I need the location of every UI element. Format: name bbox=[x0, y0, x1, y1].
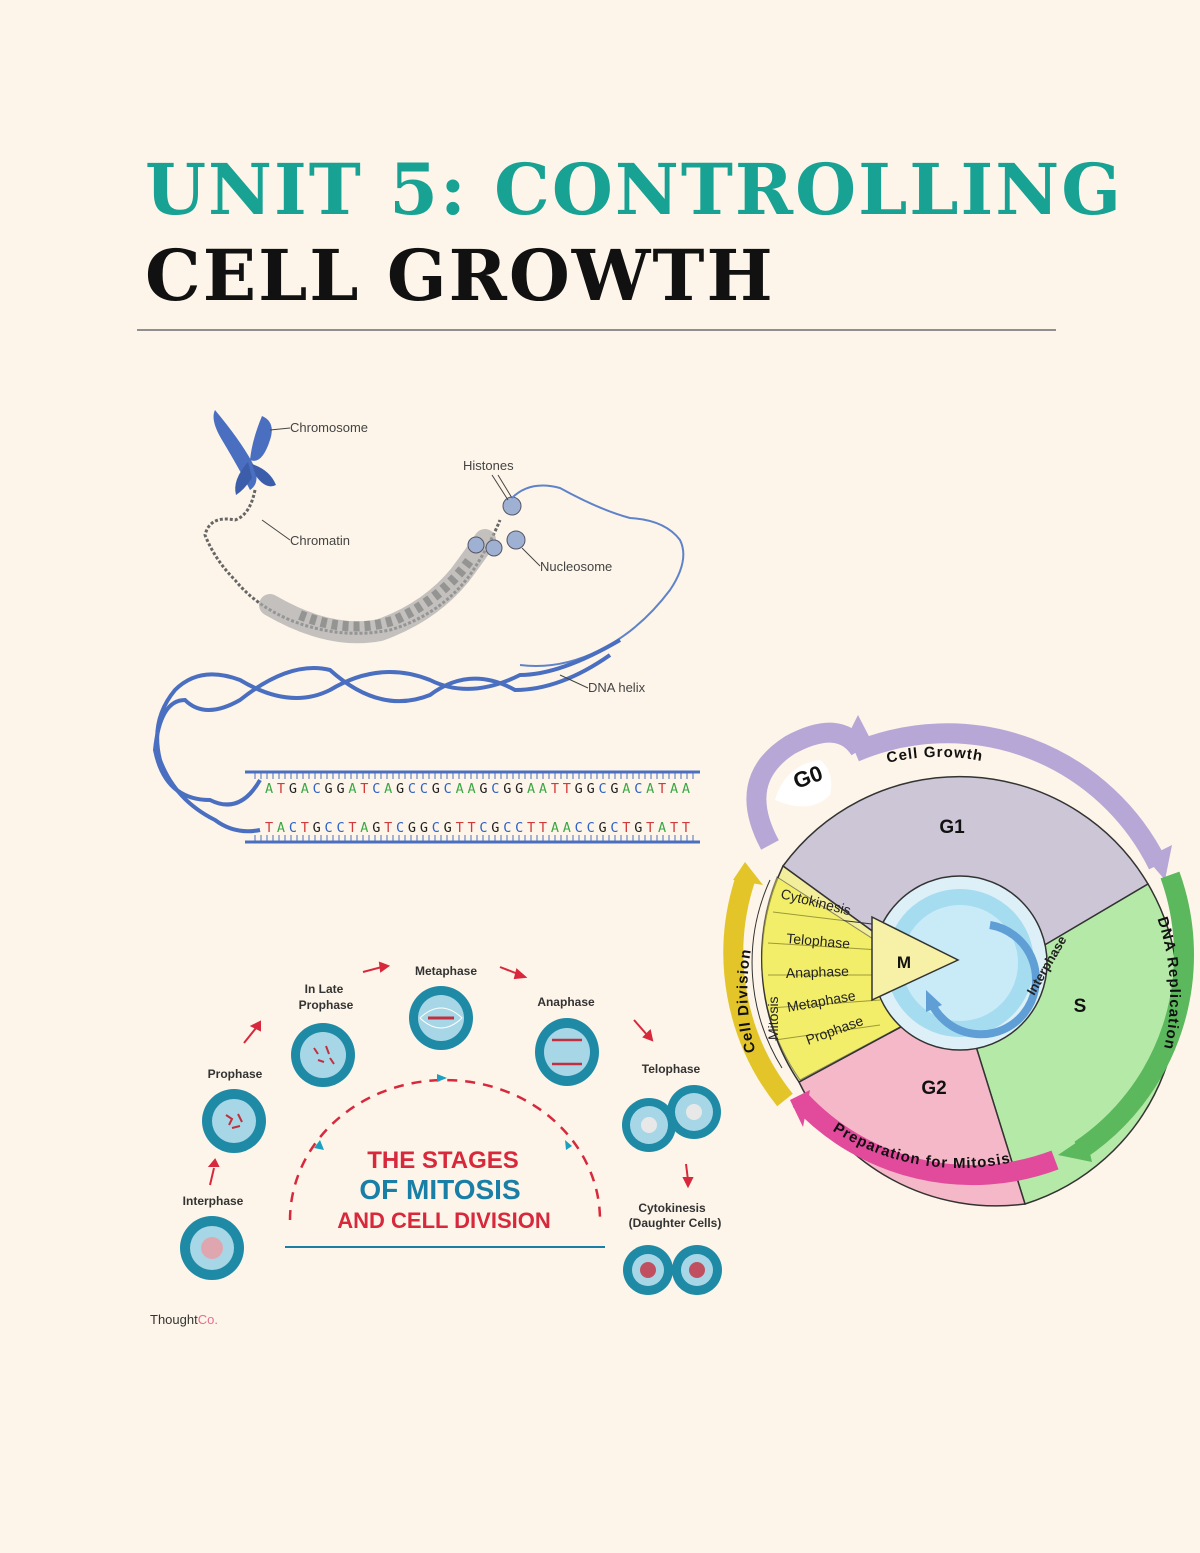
chromosome-icon bbox=[213, 410, 276, 495]
m-label: M bbox=[897, 953, 911, 972]
title-divider bbox=[137, 329, 1056, 331]
histones-label: Histones bbox=[463, 458, 514, 473]
stage-label-telophase: Telophase bbox=[642, 1062, 701, 1076]
g2-label: G2 bbox=[921, 1078, 946, 1099]
step-anaphase: Anaphase bbox=[786, 963, 850, 981]
stage-label-prophase: Prophase bbox=[208, 1067, 263, 1081]
mitosis-side-label: Mitosis bbox=[765, 996, 781, 1040]
chromatin-label: Chromatin bbox=[290, 533, 350, 548]
stage-label-late-prophase-1: In Late bbox=[305, 982, 344, 996]
s-label: S bbox=[1074, 996, 1087, 1017]
dna-helix-icon bbox=[152, 638, 622, 834]
mitosis-title-line3: AND CELL DIVISION bbox=[337, 1208, 551, 1233]
thoughtco-credit: ThoughtCo. bbox=[150, 1312, 218, 1327]
cell-interphase bbox=[180, 1216, 244, 1280]
mitosis-title-line2: OF MITOSIS bbox=[359, 1174, 520, 1205]
cell-metaphase bbox=[409, 986, 473, 1050]
cell-anaphase bbox=[535, 1018, 599, 1086]
cell-prophase bbox=[202, 1089, 266, 1153]
unit-title: UNIT 5: CONTROLLING bbox=[145, 148, 1124, 231]
g1-label: G1 bbox=[939, 817, 965, 838]
chromosome-label: Chromosome bbox=[290, 420, 368, 435]
cell-cytokinesis bbox=[623, 1245, 722, 1295]
stage-label-metaphase: Metaphase bbox=[415, 964, 477, 978]
m-triangle bbox=[871, 915, 960, 1002]
mitosis-title-line1: THE STAGES bbox=[367, 1147, 519, 1174]
stage-arrows bbox=[207, 961, 694, 1189]
stage-label-anaphase: Anaphase bbox=[537, 995, 595, 1009]
step-telophase: Telophase bbox=[786, 930, 851, 952]
dna-helix-label: DNA helix bbox=[588, 680, 646, 695]
nucleosome-icon bbox=[467, 496, 526, 557]
cell-growth-label: Cell Growth bbox=[885, 744, 985, 767]
stage-label-cytokinesis-1: Cytokinesis bbox=[638, 1201, 706, 1215]
stage-label-cytokinesis-2: (Daughter Cells) bbox=[629, 1216, 722, 1230]
cell-telophase bbox=[622, 1085, 721, 1152]
stage-label-late-prophase-2: Prophase bbox=[299, 998, 354, 1012]
unit-subtitle: CELL GROWTH bbox=[145, 234, 775, 317]
stage-label-interphase: Interphase bbox=[183, 1194, 244, 1208]
cell-late-prophase bbox=[291, 1023, 355, 1087]
nucleosome-label: Nucleosome bbox=[540, 559, 612, 574]
